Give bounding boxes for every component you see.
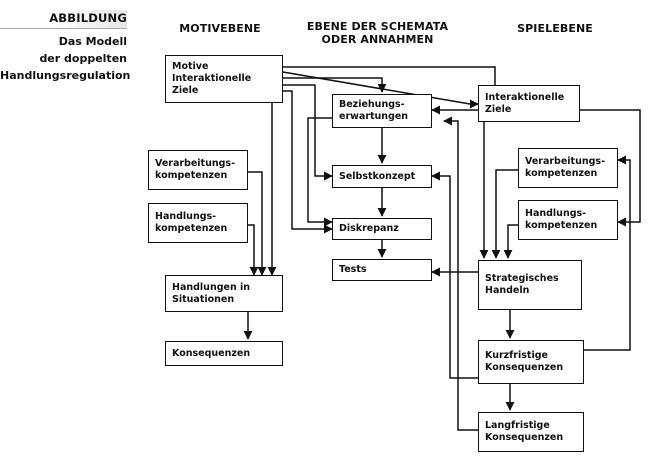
figure-tag: ABBILDUNG [0,10,127,29]
arrow-motive-to-beziehungserwartungen [283,77,387,93]
arrow-handlung-left-to-handlungen [248,224,259,276]
box-strategisches-handeln: Strategisches Handeln [478,260,582,310]
arrow-verarbeitung-right-to-strategisches [491,169,518,259]
column-heading-spielebene: SPIELEBENE [517,22,593,35]
arrow-interaktionelle-to-handlungskompetenzen-right [580,109,641,227]
box-handlungskompetenzen-right: Handlungs- kompetenzen [518,200,618,240]
figure-label: ABBILDUNG Das Modell der doppelten Handl… [0,10,131,84]
column-heading-motivebene: MOTIVEBENE [179,22,261,35]
arrow-beziehung-to-diskrepanz [307,117,333,227]
box-verarbeitungskompetenzen-right: Verarbeitungs- kompetenzen [518,148,618,188]
box-beziehungserwartungen: Beziehungs- erwartungen [332,94,432,128]
box-verarbeitungskompetenzen-left: Verarbeitungs- kompetenzen [148,150,248,190]
box-langfristige-konsequenzen: Langfristige Konsequenzen [478,412,584,452]
box-selbstkonzept: Selbstkonzept [332,165,432,188]
box-handlungen-in-situationen: Handlungen in Situationen [165,275,283,312]
arrow-handlung-right-to-strategisches [503,224,518,259]
column-heading-schemata: EBENE DER SCHEMATA ODER ANNAHMEN [306,20,449,46]
box-tests: Tests [332,259,432,281]
arrow-motive-to-interaktionelle-ziele [283,66,500,94]
box-kurzfristige-konsequenzen: Kurzfristige Konsequenzen [478,340,584,384]
arrow-motive-to-interaktionelle-ziele-side [282,71,479,109]
box-konsequenzen: Konsequenzen [165,341,283,366]
arrow-verarbeitung-left-to-handlungen [248,171,267,276]
box-motive-interaktionelle-ziele: Motive Interaktionelle Ziele [165,55,283,103]
box-interaktionelle-ziele: Interaktionelle Ziele [478,85,580,122]
figure-caption: Das Modell der doppelten Handlungsregula… [0,35,131,82]
arrow-kurzfristige-to-selbstkonzept [431,171,478,379]
box-handlungskompetenzen-left: Handlungs- kompetenzen [148,203,248,243]
arrow-motive-to-diskrepanz [283,90,333,234]
arrow-kurzfristige-to-verarbeitung-right [584,155,631,351]
arrow-motive-to-selbstkonzept [283,84,333,181]
arrow-langfristige-to-beziehung [443,116,478,431]
box-diskrepanz: Diskrepanz [332,218,432,240]
